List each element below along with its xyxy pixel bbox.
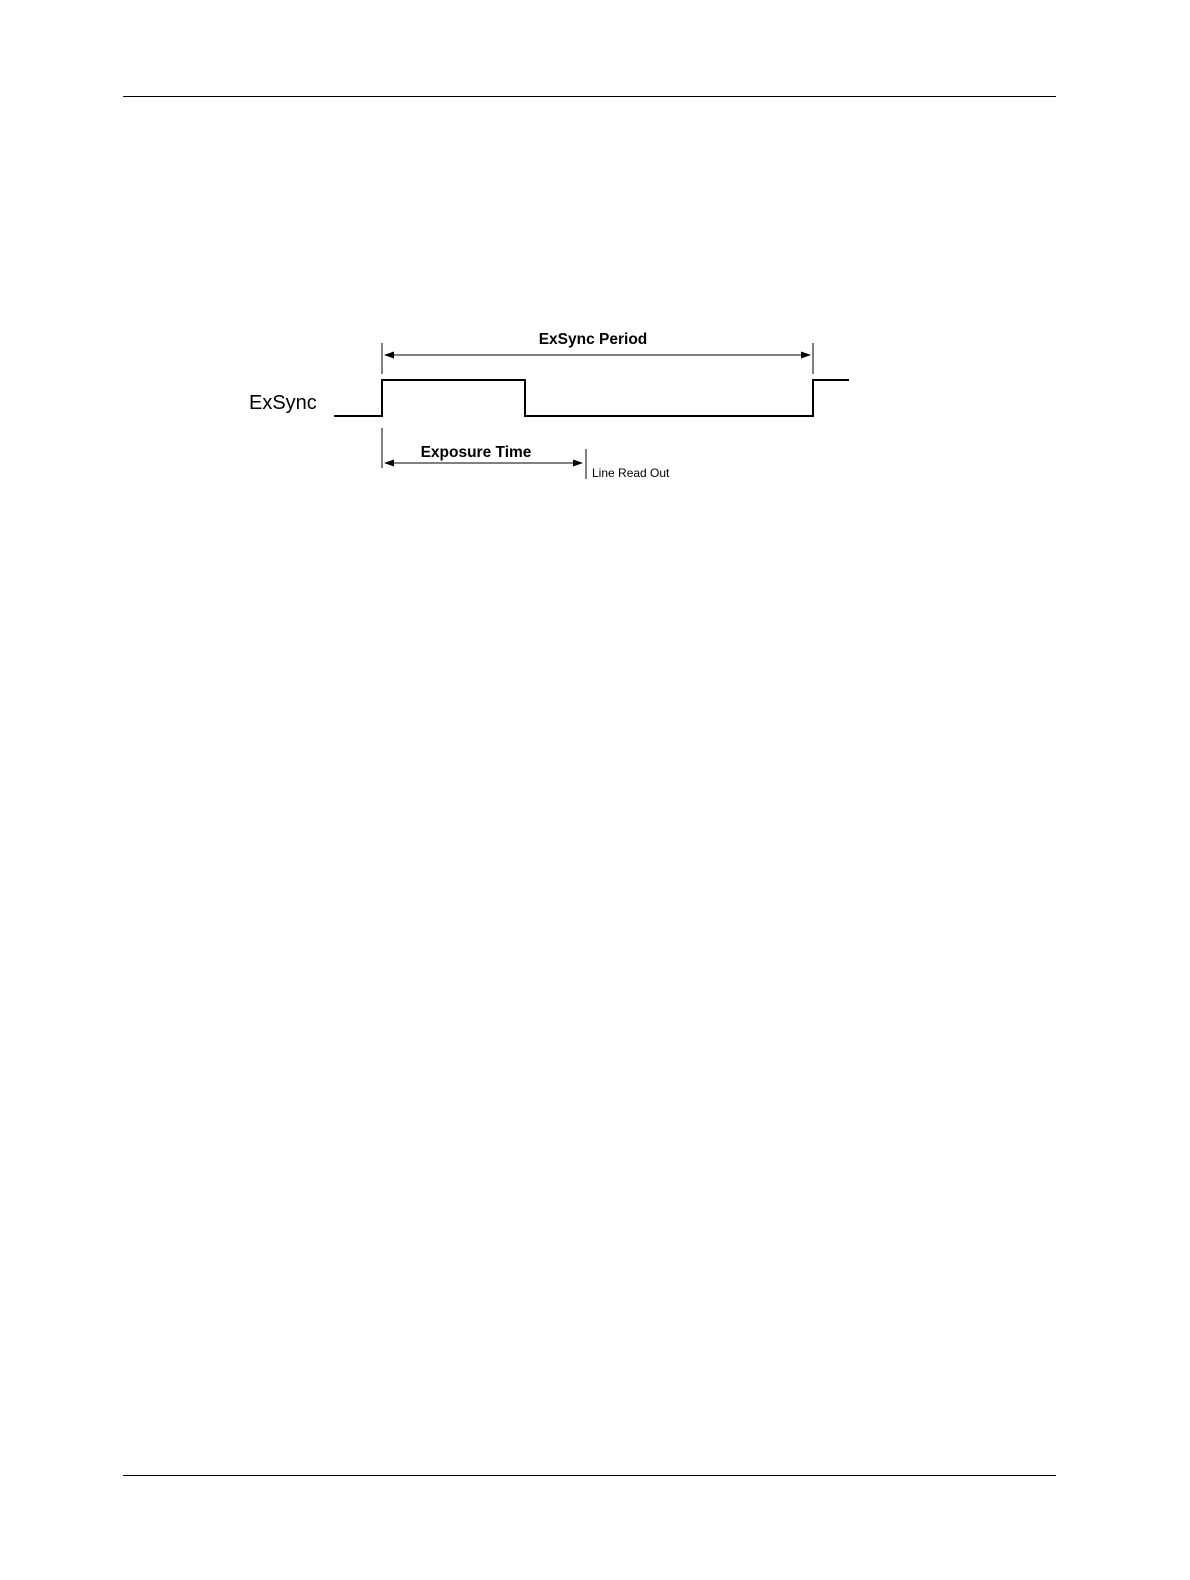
period-label: ExSync Period <box>539 331 648 348</box>
signal-label: ExSync <box>249 392 317 414</box>
exsync-timing-diagram: ExSync Period ExSync Exposure Time Line … <box>0 0 1190 600</box>
exsync-waveform <box>334 380 849 416</box>
readout-label: Line Read Out <box>592 466 670 480</box>
exposure-label: Exposure Time <box>421 444 532 461</box>
footer-rule <box>123 1475 1056 1476</box>
